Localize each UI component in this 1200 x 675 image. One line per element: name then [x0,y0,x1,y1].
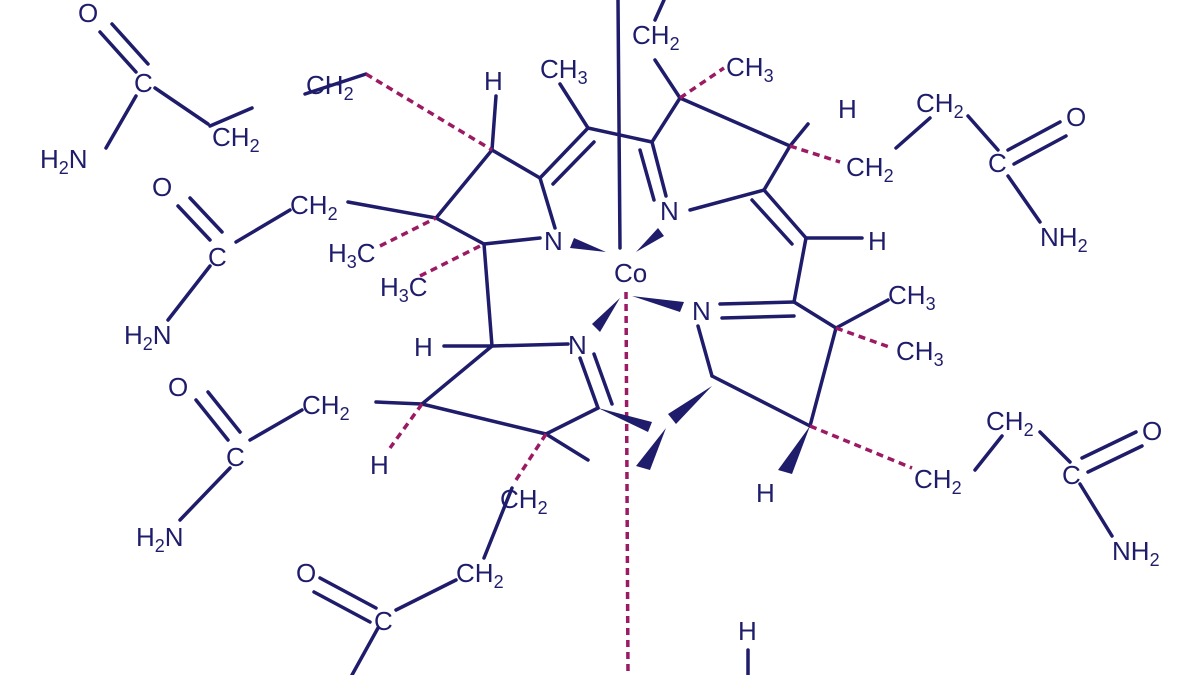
atom-labels: Co N N N N O C H2N CH2 CH2 O C H2N CH2 O… [40,0,1162,646]
atom-label: C [374,606,393,636]
atom-label: H [868,226,887,256]
atom-label: CH2 [986,406,1034,440]
atom-label: CH2 [212,122,260,156]
atom-label: H [414,332,433,362]
atom-label: CH2 [302,390,350,424]
atom-label: H2N [40,144,88,178]
dashed-bonds [365,66,913,675]
atom-label: CH2 [914,464,962,498]
atom-label: H [756,478,775,508]
atom-label: CH3 [540,54,588,88]
atom-label: Co [614,258,647,288]
atom-label: N [660,196,679,226]
atom-label: C [208,242,227,272]
atom-label: CH2 [500,484,548,518]
atom-label: C [134,68,153,98]
solid-bonds [98,0,1144,675]
atom-label: N [692,296,711,326]
atom-label: CH2 [632,20,680,54]
atom-label: O [152,172,172,202]
atom-label: H2N [124,320,172,354]
atom-label: NH2 [1040,222,1088,256]
atom-label: O [296,558,316,588]
atom-label: C [226,442,245,472]
atom-label: NH2 [1112,536,1160,570]
atom-label: CH2 [916,88,964,122]
atom-label: CH2 [290,190,338,224]
atom-label: H2N [136,522,184,556]
atom-label: CH2 [456,558,504,592]
atom-label: CH2 [306,70,354,104]
atom-label: O [78,0,98,28]
atom-label: O [1066,102,1086,132]
atom-label: H [370,450,389,480]
atom-label: O [1142,416,1162,446]
atom-label: N [544,226,563,256]
atom-label: CH3 [896,336,944,370]
atom-label: C [1062,460,1081,490]
atom-label: H [838,94,857,124]
atom-label: H3C [328,238,376,272]
atom-label: CH3 [888,280,936,314]
atom-label: N [568,330,587,360]
atom-label: CH2 [846,152,894,186]
atom-label: H3C [380,272,428,306]
wedge-bonds [570,228,810,474]
atom-label: C [988,148,1007,178]
atom-label: CH3 [726,52,774,86]
atom-label: H [738,616,757,646]
atom-label: O [168,372,188,402]
atom-label: H [484,66,503,96]
